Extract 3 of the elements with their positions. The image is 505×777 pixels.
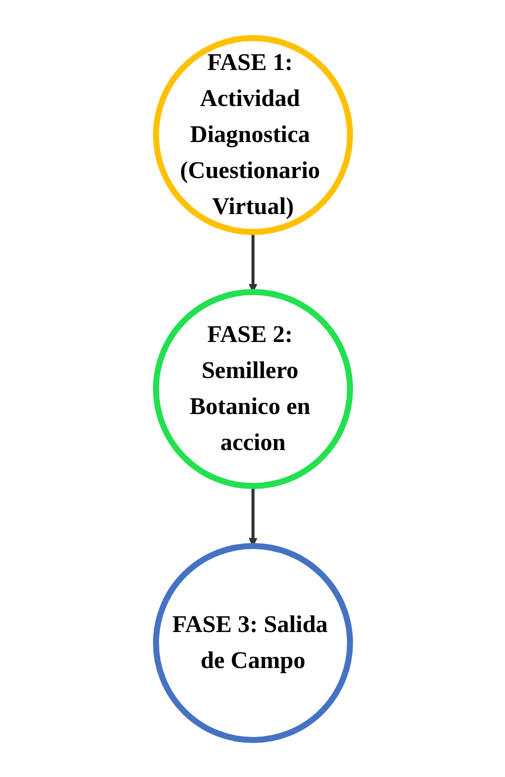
node-circle: FASE 3: Salida de Campo (152, 542, 352, 742)
node-circle: FASE 2: Semillero Botanico en accion (152, 288, 352, 488)
node-circle: FASE 1: Actividad Diagnostica (Cuestionario Virtual) (152, 34, 352, 234)
